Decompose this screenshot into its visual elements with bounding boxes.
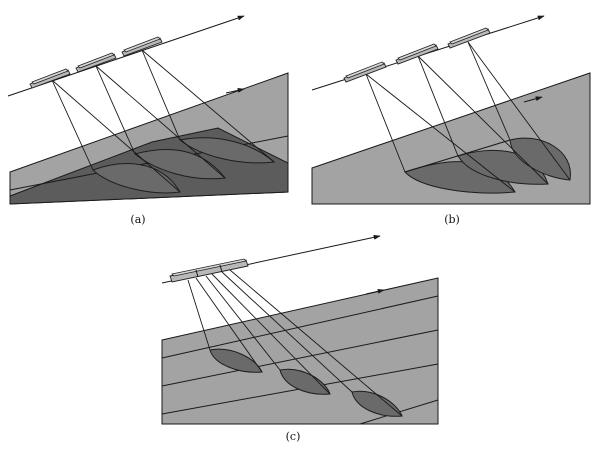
panel-b-satellite-1 — [343, 61, 387, 83]
panel-b-swath-outline — [404, 139, 511, 173]
panel-a-caption: (a) — [130, 213, 145, 226]
panel-c-caption: (c) — [286, 430, 301, 443]
panel-a-satellite-3 — [121, 36, 163, 57]
panel-a-satellite-2 — [75, 52, 117, 73]
panel-c-strip-line-1 — [161, 295, 439, 359]
panel-c-ground-track-arrow — [365, 288, 385, 295]
panel-b-satellite-3 — [447, 27, 491, 49]
panel-c-beam-rays — [187, 269, 403, 417]
panel-b: (b) — [311, 15, 591, 226]
panel-c-strip-line-2 — [161, 329, 439, 387]
panel-b-satellite-2 — [395, 43, 439, 65]
panel-a: (a) — [7, 15, 289, 226]
panel-a-satellite-1 — [29, 68, 71, 89]
panel-b-caption: (b) — [444, 213, 460, 226]
panel-b-ground-track-arrow — [523, 96, 543, 103]
panel-c: (c) — [161, 234, 439, 443]
panel-c-satellite-group — [169, 258, 249, 283]
panel-a-ground-track-arrow — [225, 87, 245, 94]
panel-b-beam-rays — [365, 41, 571, 193]
panel-c-ground-light — [161, 277, 439, 425]
panel-a-beam-rays — [51, 49, 275, 193]
